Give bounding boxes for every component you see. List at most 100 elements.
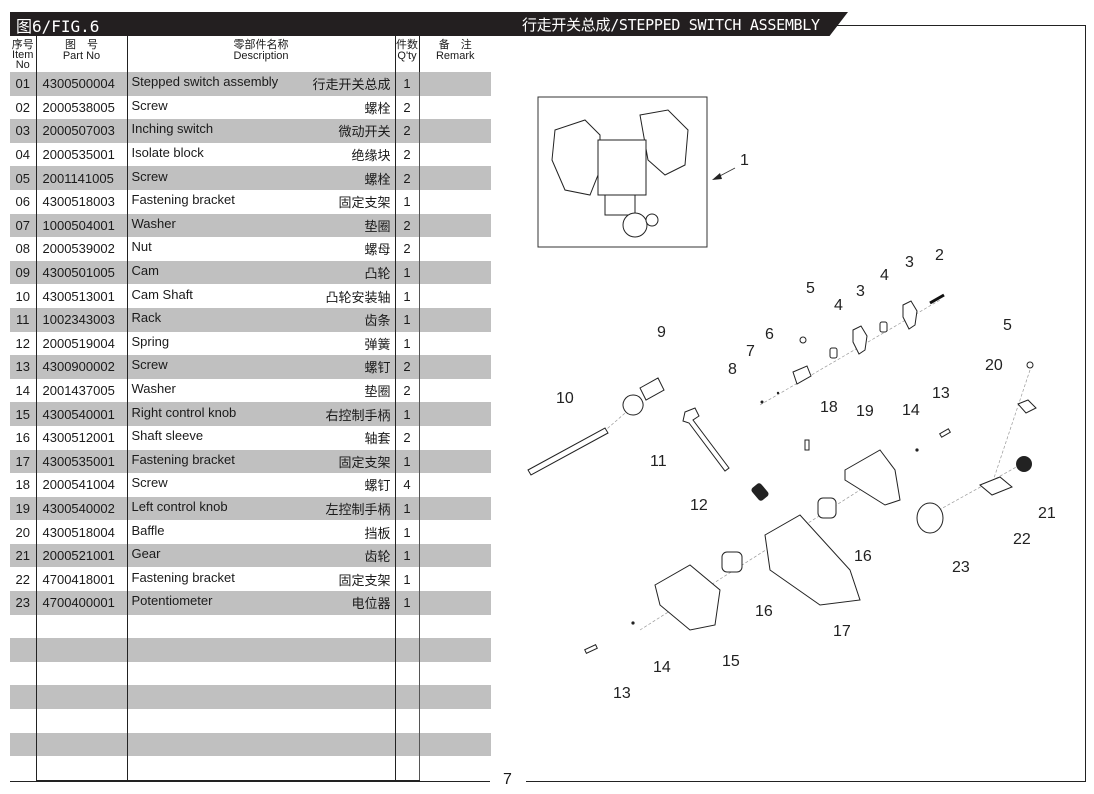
description-cn: 电位器: [351, 596, 391, 612]
item-no-cell: 18: [15, 477, 30, 493]
col-header-remark: 备 注 Remark: [418, 36, 491, 72]
callout-2: 2: [935, 247, 944, 264]
part-no-cell: 2000538005: [35, 95, 127, 120]
qty-cell: 1: [394, 284, 420, 308]
remark-cell: [419, 567, 491, 591]
empty-table-row: [10, 732, 491, 757]
part-no-cell: [35, 709, 127, 733]
qty-cell: [394, 638, 420, 662]
part-rack-11: [682, 407, 730, 472]
remark-cell: [419, 591, 491, 615]
description-cn: 固定支架: [338, 454, 391, 470]
remark-cell: [419, 260, 491, 285]
qty-cell: 1: [394, 331, 420, 356]
remark-cell: [419, 662, 491, 686]
description-en: Cam Shaft: [131, 286, 193, 302]
part-potentiometer-23: [916, 502, 944, 534]
part-isolate-block-a: [879, 321, 888, 333]
col-header-part-no-en: Part No: [62, 50, 101, 62]
part-screw-13a: [938, 428, 952, 438]
item-no-cell: 01: [10, 72, 36, 96]
callout-4: 4: [834, 297, 843, 314]
qty-cell: 2: [394, 166, 420, 190]
part-cam-shaft-10: [527, 427, 609, 476]
item-no-cell: 11: [10, 307, 36, 332]
remark-cell: [419, 166, 491, 190]
part-no-cell: [35, 661, 127, 686]
remark-cell: [419, 615, 491, 639]
table-header-row: 序号 Item No 图 号 Part No 零部件名称 Description…: [10, 36, 491, 72]
part-left-control-knob-19: [844, 449, 901, 506]
col-header-description-cn: 零部件名称: [233, 39, 289, 51]
part-no-cell: 4300518004: [35, 520, 127, 544]
remark-cell: [419, 143, 491, 167]
remark-cell: [419, 355, 491, 379]
description-en: Screw: [131, 97, 168, 113]
description-en: Cam: [131, 263, 159, 279]
qty-cell: [394, 709, 420, 733]
part-no-cell: 4300513001: [35, 284, 127, 308]
item-no-cell: [10, 756, 36, 780]
col-header-item-no-en2: No: [15, 59, 30, 71]
description-cn: 齿条: [364, 313, 391, 329]
callout-13: 13: [932, 385, 950, 402]
qty-cell: 2: [394, 425, 420, 450]
remark-cell: [419, 119, 491, 143]
callout-10: 10: [556, 390, 574, 407]
description-en: Left control knob: [131, 498, 228, 514]
item-no-cell: 21: [10, 543, 36, 568]
qty-cell: 2: [394, 142, 420, 167]
axis-cam: [599, 399, 641, 436]
description-cn: 右控制手柄: [325, 407, 391, 423]
description-cn: 螺母: [364, 242, 391, 258]
part-no-cell: 4300540002: [35, 496, 127, 521]
remark-cell: [419, 756, 491, 780]
description-cn: 螺栓: [364, 171, 391, 187]
header-bar: [10, 12, 848, 36]
item-no-cell: 12: [15, 335, 30, 351]
qty-cell: 1: [394, 189, 420, 214]
description-en: Fastening bracket: [131, 451, 235, 467]
part-no-cell: 2000539002: [35, 237, 127, 261]
qty-cell: [394, 756, 420, 781]
description-cell: [126, 709, 395, 733]
description-en: Screw: [131, 357, 168, 373]
callout-16: 16: [755, 603, 773, 620]
part-no-cell: 4300501005: [35, 260, 127, 285]
callout-14: 14: [902, 402, 920, 419]
remark-cell: [419, 284, 491, 308]
description-cn: 固定支架: [338, 195, 391, 211]
part-no-cell: 2000519004: [35, 331, 127, 356]
part-screw-2: [929, 293, 945, 305]
description-cn: 微动开关: [338, 124, 391, 140]
part-no-cell: 4300535001: [35, 449, 127, 474]
callout-17: 17: [833, 623, 851, 640]
item-no-cell: 03: [10, 119, 36, 143]
description-cell: [126, 638, 395, 662]
description-en: Right control knob: [131, 404, 237, 420]
qty-cell: 1: [394, 72, 420, 96]
inset-arrow: [712, 173, 722, 180]
description-cn: 凸轮: [364, 266, 391, 282]
figure-label: 图6/FIG.6: [16, 17, 100, 36]
remark-cell: [419, 543, 491, 568]
callout-3: 3: [905, 254, 914, 271]
description-cell: [126, 756, 395, 781]
part-shaft-sleeve-16a: [817, 497, 837, 519]
item-no-cell: 23: [10, 591, 36, 615]
remark-cell: [419, 732, 491, 757]
description-en: Potentiometer: [131, 593, 213, 609]
remark-cell: [419, 449, 491, 474]
